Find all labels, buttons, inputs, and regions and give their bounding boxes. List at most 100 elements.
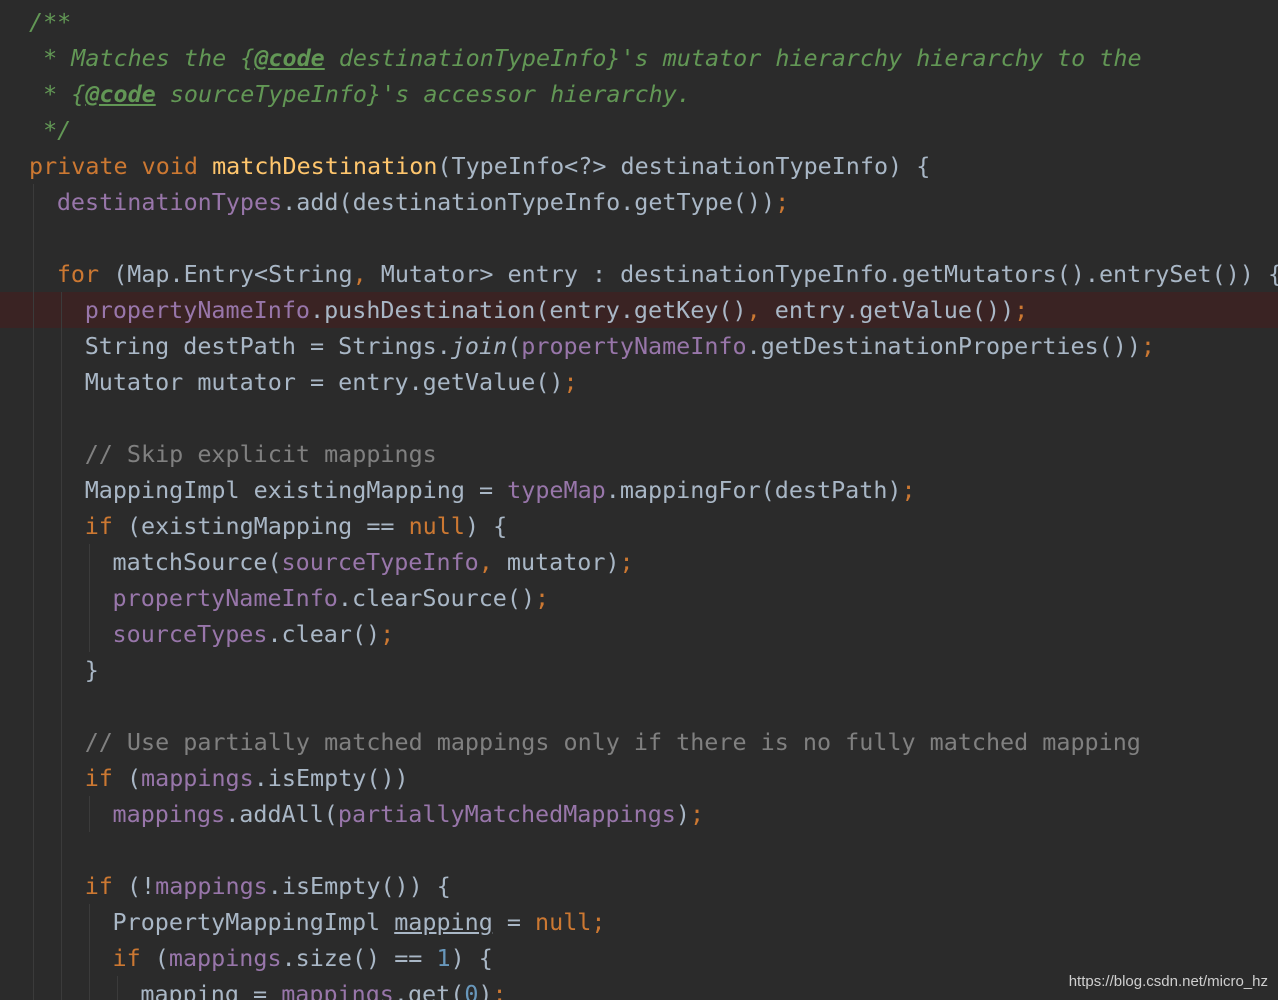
code-line[interactable]: if (existingMapping == null) {	[0, 508, 1278, 544]
indent-guide	[33, 184, 34, 220]
code-token: (	[507, 332, 522, 360]
code-token: sourceTypeInfo	[281, 548, 479, 576]
code-token: .get(	[393, 980, 465, 1000]
indent-guide	[33, 616, 34, 652]
indent-guide	[116, 976, 118, 1000]
indent-guide	[33, 832, 34, 868]
code-token: ;	[380, 620, 395, 648]
indent-guide	[60, 544, 62, 580]
indent-guide	[60, 724, 62, 760]
code-line[interactable]: mapping = mappings.get(0);	[0, 976, 1278, 1000]
code-token: for	[56, 260, 114, 288]
code-token: .pushDestination(entry.getKey()	[310, 296, 747, 324]
indent-guide	[60, 868, 62, 904]
indent-guide	[33, 472, 34, 508]
code-token: // Skip explicit mappings	[84, 440, 437, 468]
code-token: ;	[619, 548, 634, 576]
indent-guide	[88, 544, 90, 580]
indent-guide	[33, 760, 34, 796]
code-line[interactable]: Mutator mutator = entry.getValue();	[0, 364, 1278, 400]
code-line[interactable]: for (Map.Entry<String, Mutator> entry : …	[0, 256, 1278, 292]
indent-guide	[33, 508, 34, 544]
code-line[interactable]: destinationTypes.add(destinationTypeInfo…	[0, 184, 1278, 220]
code-line[interactable]: // Skip explicit mappings	[0, 436, 1278, 472]
indent-guide	[33, 652, 34, 688]
code-line[interactable]: if (!mappings.isEmpty()) {	[0, 868, 1278, 904]
code-line[interactable]: String destPath = Strings.join(propertyN…	[0, 328, 1278, 364]
indent-guide	[60, 508, 62, 544]
code-token: .add(destinationTypeInfo.getType())	[282, 188, 776, 216]
indent-guide	[33, 256, 34, 292]
code-token: )	[675, 800, 690, 828]
indent-guide	[33, 364, 34, 400]
code-token: ,	[352, 260, 381, 288]
code-line[interactable]: if (mappings.size() == 1) {	[0, 940, 1278, 976]
code-line[interactable]: PropertyMappingImpl mapping = null;	[0, 904, 1278, 940]
code-line[interactable]: propertyNameInfo.clearSource();	[0, 580, 1278, 616]
indent-guide	[60, 976, 62, 1000]
code-text: // Skip explicit mappings	[85, 436, 437, 472]
code-line[interactable]: */	[0, 112, 1278, 148]
indent-guide	[88, 976, 90, 1000]
indent-guide	[33, 544, 34, 580]
code-token: propertyNameInfo	[84, 296, 311, 324]
code-line[interactable]: MappingImpl existingMapping = typeMap.ma…	[0, 472, 1278, 508]
code-token: @code	[85, 80, 156, 108]
code-line[interactable]	[0, 832, 1278, 868]
code-token: String destPath = Strings.	[84, 332, 451, 360]
code-token: (TypeInfo<?> destinationTypeInfo) {	[437, 152, 931, 180]
code-token: /**	[29, 8, 72, 36]
indent-guide	[60, 904, 62, 940]
code-token: ,	[478, 548, 507, 576]
indent-guide	[60, 796, 62, 832]
code-token: typeMap	[507, 476, 606, 504]
code-line[interactable]: if (mappings.isEmpty())	[0, 760, 1278, 796]
code-line[interactable]: // Use partially matched mappings only i…	[0, 724, 1278, 760]
code-text: */	[29, 112, 71, 148]
code-token: .addAll(	[225, 800, 338, 828]
indent-guide	[33, 976, 34, 1000]
code-token: entry.getValue())	[774, 296, 1015, 324]
code-token: ;	[689, 800, 705, 828]
code-text: // Use partially matched mappings only i…	[85, 724, 1141, 760]
indent-guide	[33, 328, 34, 364]
code-token: if	[112, 944, 155, 972]
indent-guide	[33, 724, 34, 760]
code-line[interactable]	[0, 220, 1278, 256]
code-line[interactable]: matchSource(sourceTypeInfo, mutator);	[0, 544, 1278, 580]
indent-guide	[88, 616, 90, 652]
code-token: ;	[775, 188, 790, 216]
code-line[interactable]: sourceTypes.clear();	[0, 616, 1278, 652]
code-token: destinationTypes	[56, 188, 283, 216]
code-token: @code	[254, 44, 325, 72]
code-line-breakpoint[interactable]: propertyNameInfo.pushDestination(entry.g…	[0, 292, 1278, 328]
indent-guide	[60, 688, 62, 724]
code-token: sourceTypeInfo}'s accessor hierarchy.	[155, 80, 691, 108]
code-line[interactable]: * Matches the {@code destinationTypeInfo…	[0, 40, 1278, 76]
code-token: // Use partially matched mappings only i…	[84, 728, 1141, 756]
code-token: ,	[746, 296, 775, 324]
code-text: }	[85, 652, 99, 688]
code-line[interactable]: private void matchDestination(TypeInfo<?…	[0, 148, 1278, 184]
code-token: ;	[492, 980, 507, 1000]
code-text: for (Map.Entry<String, Mutator> entry : …	[57, 256, 1278, 292]
code-token: ;	[901, 476, 916, 504]
code-line[interactable]: * {@code sourceTypeInfo}'s accessor hier…	[0, 76, 1278, 112]
code-token: if	[84, 512, 127, 540]
code-line[interactable]: /**	[0, 4, 1278, 40]
code-line[interactable]	[0, 688, 1278, 724]
code-text: mappings.addAll(partiallyMatchedMappings…	[113, 796, 705, 832]
code-token: matchDestination	[212, 152, 438, 180]
code-token: * {	[29, 80, 86, 108]
code-token: join	[450, 332, 508, 360]
indent-guide	[33, 940, 34, 976]
code-token: 1	[436, 944, 451, 972]
code-line[interactable]	[0, 400, 1278, 436]
indent-guide	[60, 400, 62, 436]
code-line[interactable]: }	[0, 652, 1278, 688]
code-text: Mutator mutator = entry.getValue();	[85, 364, 578, 400]
code-token: ) {	[464, 512, 508, 540]
code-text: matchSource(sourceTypeInfo, mutator);	[113, 544, 634, 580]
code-line[interactable]: mappings.addAll(partiallyMatchedMappings…	[0, 796, 1278, 832]
